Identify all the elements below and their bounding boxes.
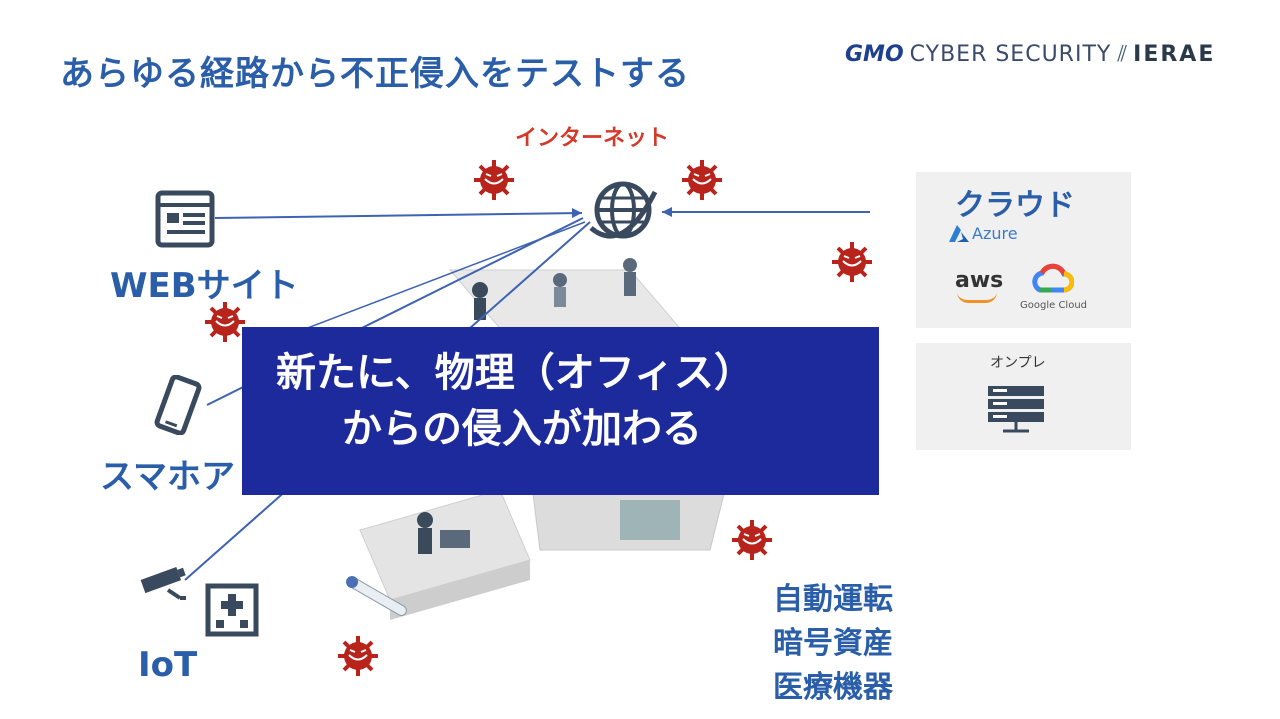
onprem-label: オンプレ <box>990 355 1046 371</box>
smartphone-icon <box>154 375 202 435</box>
banner-text: 新たに、物理（オフィス） からの侵入が加わる <box>242 345 879 457</box>
target-item-autonomous-driving: 自動運転 <box>773 582 893 617</box>
logo-separator-icon: ⫽ <box>1117 42 1128 67</box>
azure-icon <box>949 225 969 242</box>
smartphone-label: スマホア <box>100 457 235 497</box>
logo-ierae: IERAE <box>1133 42 1216 67</box>
virus-icon <box>830 240 874 284</box>
target-item-medical-devices: 医療機器 <box>773 670 893 705</box>
google-cloud-label: Google Cloud <box>1020 300 1088 311</box>
slide-title: あらゆる経路から不正侵入をテストする <box>60 54 690 94</box>
security-camera-icon <box>140 567 186 600</box>
iot-label: IoT <box>138 645 198 685</box>
target-list: 自動運転 暗号資産 医療機器 <box>773 578 893 710</box>
virus-icon <box>203 300 247 344</box>
virus-icon <box>730 518 774 562</box>
browser-window-icon <box>155 190 215 248</box>
target-item-crypto-assets: 暗号資産 <box>773 626 893 661</box>
virus-icon <box>472 158 516 202</box>
banner-line-2: からの侵入が加わる <box>342 406 702 452</box>
virus-icon <box>680 158 724 202</box>
logo-cyber-security: CYBER SECURITY <box>909 42 1112 67</box>
globe-icon <box>589 181 658 239</box>
thermometer-icon <box>346 576 407 616</box>
internet-label: インターネット <box>515 126 670 151</box>
aws-smile-icon <box>957 292 997 303</box>
web-site-label: WEBサイト <box>110 266 299 306</box>
banner-line-1: 新たに、物理（オフィス） <box>276 350 754 396</box>
virus-icon <box>336 634 380 678</box>
google-cloud-icon <box>1032 263 1074 293</box>
aws-label: aws <box>955 268 1004 293</box>
server-icon <box>988 386 1044 433</box>
hospital-icon <box>205 583 259 637</box>
cloud-panel <box>916 172 1131 328</box>
highlight-banner <box>242 327 879 495</box>
azure-label: Azure <box>972 224 1018 243</box>
logo-gmo: GMO <box>845 42 904 67</box>
cloud-title: クラウド <box>955 188 1075 223</box>
